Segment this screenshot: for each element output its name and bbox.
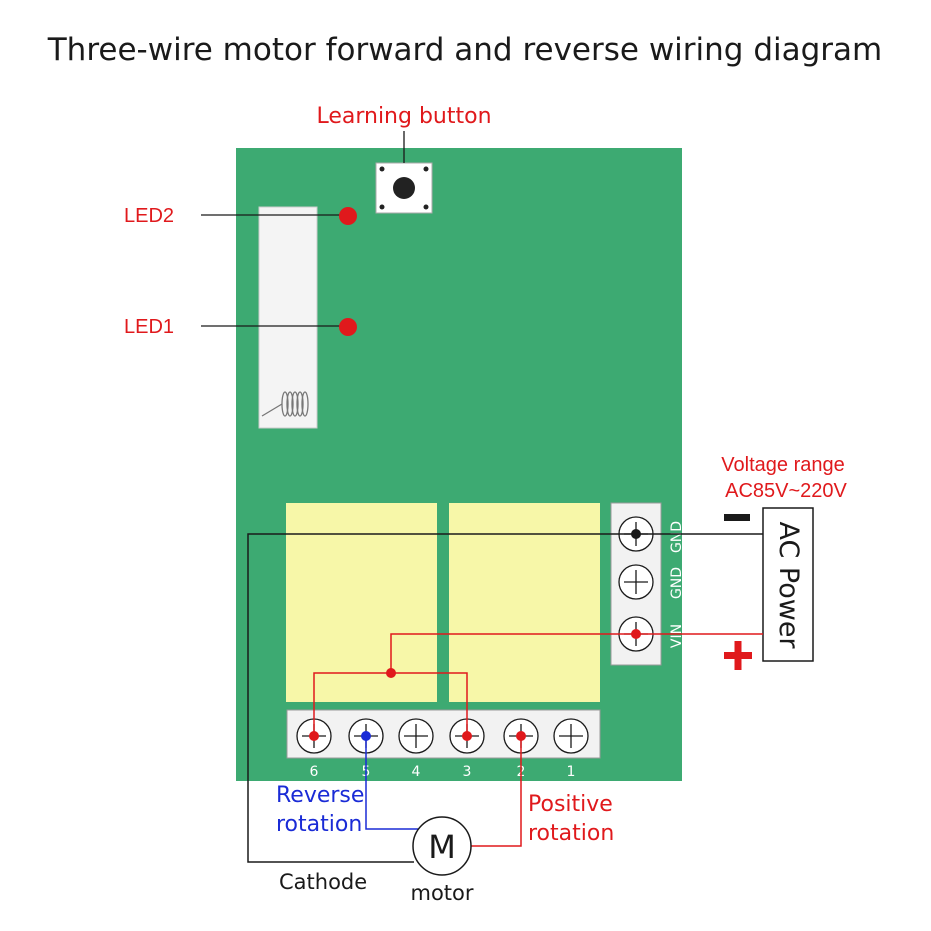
relay-right: [449, 503, 600, 702]
output-terminal-label: 4: [412, 764, 421, 780]
led1-indicator: [339, 318, 357, 336]
motor-symbol: M: [428, 828, 456, 866]
blue-wire: [365, 736, 419, 830]
motor-icon: [412, 816, 472, 876]
antenna-coil-icon: [261, 391, 309, 417]
power-terminal-label-3: VIN: [669, 624, 685, 648]
cathode-label: Cathode: [279, 870, 367, 894]
voltage-range-label: Voltage range: [721, 454, 844, 476]
gnd-terminal-dot: [631, 529, 641, 539]
power-terminal-screw-2: [618, 564, 654, 600]
ac-power-source: [762, 507, 814, 662]
terminal-3-dot: [462, 731, 472, 741]
voltage-range-value: AC85V~220V: [725, 480, 847, 502]
led1-label: LED1: [124, 316, 174, 338]
terminal-2-dot: [516, 731, 526, 741]
power-terminal-label-1: GND: [669, 521, 685, 553]
output-terminal-label: 3: [463, 764, 472, 780]
ac-power-label: AC Power: [773, 521, 804, 649]
junction-dot: [386, 668, 396, 678]
plus-sign-icon: [724, 641, 752, 670]
output-terminal-label: 1: [567, 764, 576, 780]
vin-terminal-dot: [631, 629, 641, 639]
learning-button: [375, 162, 433, 214]
positive-rotation-label: Positive: [528, 792, 613, 817]
page-title: Three-wire motor forward and reverse wir…: [47, 32, 883, 68]
minus-sign-icon: [724, 514, 750, 521]
terminal-6-dot: [309, 731, 319, 741]
output-terminal-block: [286, 709, 601, 759]
output-terminal-label: 6: [310, 764, 319, 780]
power-terminal-labels: GND GND VIN: [669, 521, 685, 648]
led2-label: LED2: [124, 205, 174, 227]
antenna-module: [258, 206, 318, 429]
reverse-rotation-label: Reverse: [276, 783, 364, 808]
terminal-5-dot: [361, 731, 371, 741]
output-terminal-screw-6: [553, 718, 589, 754]
motor-label: motor: [410, 881, 473, 905]
learning-button-label: Learning button: [316, 104, 491, 129]
led2-indicator: [339, 207, 357, 225]
power-terminal-label-2: GND: [669, 567, 685, 599]
black-wires: [247, 533, 763, 863]
reverse-rotation-label-2: rotation: [276, 812, 362, 837]
relay-left: [286, 503, 437, 702]
positive-rotation-label-2: rotation: [528, 821, 614, 846]
output-terminal-screw-3: [398, 718, 434, 754]
